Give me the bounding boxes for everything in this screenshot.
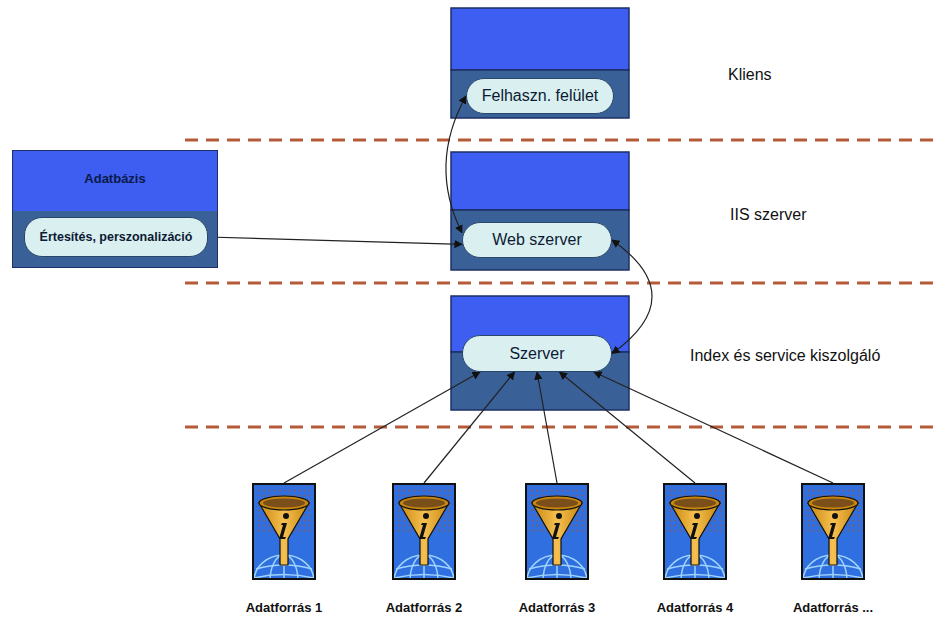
tier-box: [451, 8, 629, 410]
data-source: Adatforrás ...: [768, 483, 898, 580]
pill-label: Web szerver: [492, 231, 582, 249]
tier-label: Kliens: [728, 66, 772, 84]
divider: [185, 426, 935, 429]
source-label: Adatforrás 4: [630, 600, 760, 615]
data-source: Adatforrás 2: [359, 483, 489, 580]
connector: [208, 237, 462, 244]
source-label: Adatforrás 2: [359, 600, 489, 615]
process-pill: Szerver: [462, 335, 612, 372]
database-box: AdatbázisÉrtesítés, perszonalizáció: [12, 150, 218, 268]
connector: [612, 240, 652, 354]
data-source: Adatforrás 1: [219, 483, 349, 580]
connector: [424, 372, 515, 483]
process-pill: Web szerver: [462, 222, 612, 258]
tier-dividers: [185, 140, 935, 427]
data-source-icon: [663, 483, 727, 580]
tier-label: IIS szerver: [730, 206, 806, 224]
connector: [594, 372, 833, 483]
process-pill: Felhaszn. felület: [466, 78, 614, 114]
tier-box-bottom: [451, 210, 629, 270]
source-label: Adatforrás 1: [219, 600, 349, 615]
data-source-icon: [392, 483, 456, 580]
connector: [560, 372, 696, 483]
data-source: Adatforrás 3: [492, 483, 622, 580]
tier-box-bottom: [451, 70, 629, 118]
process-pill: Értesítés, perszonalizáció: [24, 217, 208, 257]
box-title: Adatbázis: [13, 171, 217, 186]
data-source-icon: [801, 483, 865, 580]
tier-box-top: [451, 152, 629, 210]
source-label: Adatforrás 3: [492, 600, 622, 615]
pill-label: Felhaszn. felület: [482, 87, 599, 105]
source-label: Adatforrás ...: [768, 600, 898, 615]
divider: [185, 282, 935, 285]
data-source: Adatforrás 4: [630, 483, 760, 580]
tier-label: Index és service kiszolgáló: [690, 347, 880, 365]
data-source-icon: [252, 483, 316, 580]
data-source-icon: [525, 483, 589, 580]
pill-label: Szerver: [509, 345, 564, 363]
pill-label: Értesítés, perszonalizáció: [40, 230, 193, 244]
connector: [284, 372, 480, 483]
divider: [185, 139, 935, 142]
connector: [537, 372, 557, 483]
connector: [446, 96, 466, 233]
tier-box-top: [451, 8, 629, 70]
